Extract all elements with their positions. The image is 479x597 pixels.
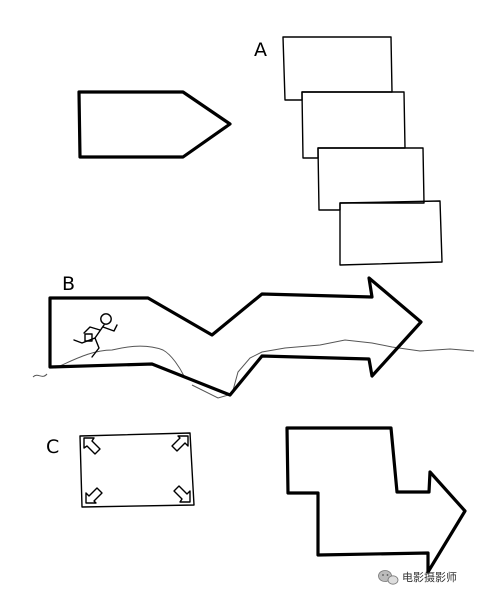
runner-arms <box>83 324 118 334</box>
runner-head <box>100 313 112 325</box>
running-figure <box>73 313 118 358</box>
runner-bag <box>84 333 93 342</box>
label-a: A <box>254 39 267 61</box>
label-b: B <box>62 273 75 295</box>
frame-a-4 <box>339 200 443 266</box>
label-c: C <box>46 436 59 458</box>
frame-c <box>79 432 195 508</box>
watermark: 电影摄影师 <box>378 570 457 585</box>
zigzag-arrow-b <box>32 276 475 399</box>
frame-stack-a <box>282 36 443 266</box>
frame-c-rect <box>79 432 195 508</box>
corner-arrow-icon-top-right <box>171 435 189 452</box>
wechat-icon <box>378 570 399 585</box>
frame-a-3 <box>317 147 425 211</box>
watermark-text: 电影摄影师 <box>402 570 457 584</box>
corner-arrow-icon-top-left <box>83 437 101 455</box>
runner-legs <box>73 337 100 358</box>
stepped-arrow-shape <box>285 426 467 574</box>
corner-arrow-icon-bottom-left <box>85 487 103 504</box>
frame-a-1 <box>282 36 393 101</box>
corner-arrow-icon-bottom-right <box>173 485 191 503</box>
zigzag-arrow-shape <box>48 276 423 397</box>
pentagon-arrow-shape <box>77 90 232 159</box>
